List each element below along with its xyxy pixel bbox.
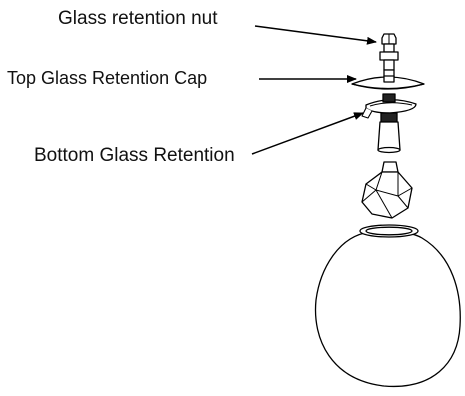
faceted-bulb-part [361,161,413,219]
bottom-retention-part [361,93,417,123]
bottom-retention-label: Bottom Glass Retention [34,145,235,166]
socket-part [377,121,401,154]
retention-nut-label: Glass retention nut [58,8,218,29]
leader-line-retention-nut [254,25,377,45]
retention-nut-part [379,33,399,71]
glass-shade-part [314,224,461,388]
top-retention-cap-part [351,75,425,90]
top-cap-label: Top Glass Retention Cap [7,68,208,88]
leader-line-bottom-retention [251,112,364,155]
